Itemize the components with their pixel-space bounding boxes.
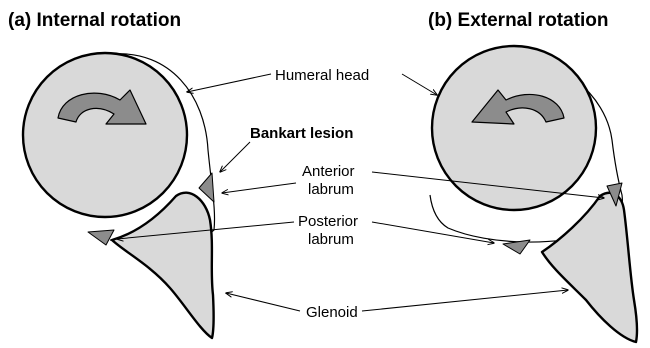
label-bankart-lesion: Bankart lesion xyxy=(250,125,353,142)
panel-b-glenoid xyxy=(542,193,637,342)
label-posterior-labrum-line1: Posterior xyxy=(298,213,358,230)
panel-a-title: (a) Internal rotation xyxy=(8,10,181,31)
panel-b-humeral-head xyxy=(432,46,596,210)
leader-anterior-labrum-a xyxy=(222,183,296,193)
panel-a-posterior-labrum xyxy=(88,230,114,245)
leader-bankart-lesion xyxy=(220,142,250,172)
leader-glenoid-a xyxy=(226,293,300,311)
label-humeral-head: Humeral head xyxy=(275,67,369,84)
label-anterior-labrum-line1: Anterior xyxy=(302,163,355,180)
leader-posterior-labrum-b xyxy=(372,222,494,243)
panel-a xyxy=(23,53,215,338)
panel-b-title: (b) External rotation xyxy=(428,10,609,31)
leader-glenoid-b xyxy=(362,290,568,311)
label-anterior-labrum-line2: labrum xyxy=(308,181,354,198)
label-glenoid: Glenoid xyxy=(306,304,358,321)
leader-humeral-head-b xyxy=(402,74,437,95)
panel-a-humeral-head xyxy=(23,53,187,217)
panel-a-anterior-labrum xyxy=(199,173,214,202)
panel-b xyxy=(430,46,637,342)
leader-humeral-head-a xyxy=(187,74,271,92)
label-posterior-labrum-line2: labrum xyxy=(308,231,354,248)
panel-b-posterior-labrum xyxy=(503,240,530,254)
